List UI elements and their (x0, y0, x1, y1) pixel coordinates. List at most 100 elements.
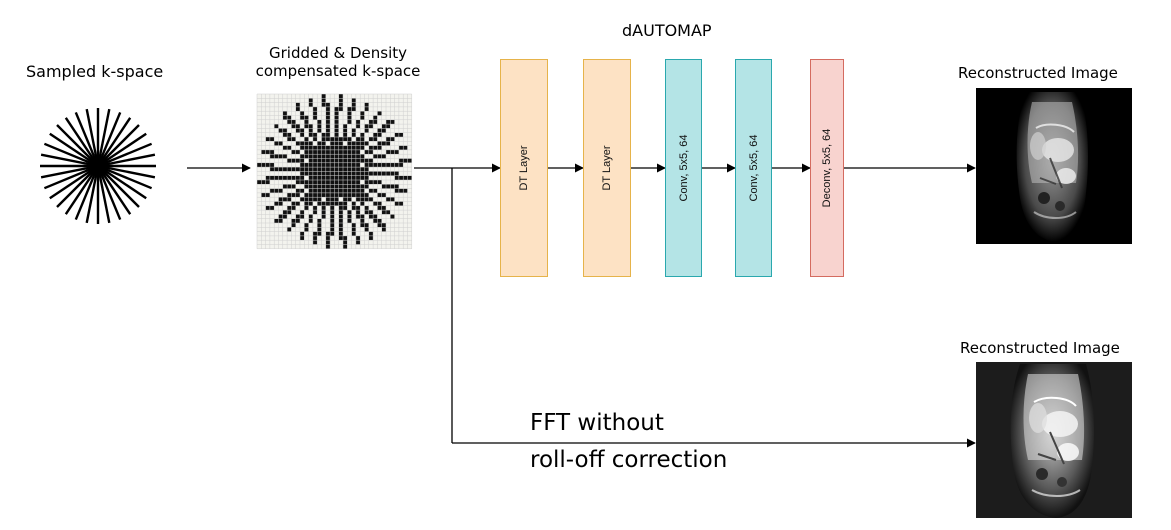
grid-cell (373, 115, 378, 120)
grid-cell (347, 115, 352, 120)
grid-cell (257, 180, 262, 185)
grid-cell (291, 158, 296, 163)
grid-cell (373, 180, 378, 185)
grid-cell (355, 214, 361, 219)
grid-cell (278, 214, 283, 219)
grid-cell (282, 154, 288, 159)
grid-cell (368, 119, 374, 125)
grid-cell (291, 201, 296, 206)
grid-cell (287, 115, 292, 120)
grid-cell (347, 149, 352, 155)
grid-cell (364, 227, 369, 232)
grid-cell (377, 205, 382, 211)
grid-cell (321, 180, 326, 185)
grid-cell (321, 162, 326, 168)
grid-cell (343, 132, 348, 137)
grid-cell (343, 201, 348, 206)
grid-cell (330, 205, 335, 211)
grid-cell (287, 167, 292, 172)
grid-cell (304, 137, 309, 142)
grid-cell (364, 192, 369, 198)
grid-cell (338, 223, 343, 228)
grid-cell (261, 149, 266, 155)
grid-cell (351, 231, 356, 236)
grid-cell (364, 167, 369, 172)
grid-cell (312, 132, 318, 137)
grid-cell (368, 149, 374, 155)
grid-cell (381, 171, 386, 176)
grid-cell (364, 205, 369, 211)
grid-cell (282, 128, 288, 133)
grid-cell (390, 197, 395, 202)
grid-cell (300, 115, 305, 120)
grid-cell (274, 201, 279, 206)
grid-cell (394, 162, 399, 168)
recon-bottom-label: Reconstructed Image (960, 339, 1120, 357)
grid-cell (282, 115, 288, 120)
grid-cell (351, 188, 356, 193)
grid-cell (325, 171, 331, 176)
grid-cell (334, 184, 339, 189)
grid-cell (312, 149, 318, 155)
grid-cell (295, 201, 300, 206)
grid-cell (312, 240, 318, 245)
grid-cell (398, 158, 404, 163)
grid-cell (317, 145, 322, 150)
grid-cell (386, 184, 391, 189)
grid-cell (338, 180, 343, 185)
grid-cell (364, 184, 369, 189)
grid-cell (355, 167, 361, 172)
grid-cell (278, 188, 283, 193)
grid-cell (295, 188, 300, 193)
grid-cell (368, 235, 374, 241)
grid-cell (355, 124, 361, 129)
grid-cell (274, 124, 279, 129)
grid-cell (381, 184, 386, 189)
grid-cell (308, 128, 313, 133)
grid-cell (381, 124, 386, 129)
conv-layer-1: Conv, 5x5, 64 (665, 59, 702, 277)
grid-cell (304, 180, 309, 185)
grid-cell (287, 192, 292, 198)
grid-cell (325, 154, 331, 159)
grid-cell (304, 149, 309, 155)
grid-cell (368, 162, 374, 168)
grid-cell (269, 188, 275, 193)
grid-cell (300, 214, 305, 219)
grid-cell (398, 162, 404, 168)
grid-cell (355, 119, 361, 125)
grid-cell (287, 197, 292, 202)
grid-cell (269, 149, 275, 155)
grid-cell (282, 167, 288, 172)
grid-cell (368, 124, 374, 129)
grid-cell (261, 180, 266, 185)
grid-cell (347, 210, 352, 215)
grid-cell (338, 158, 343, 163)
grid-cell (364, 210, 369, 215)
grid-cell (295, 218, 300, 223)
grid-cell (360, 158, 365, 163)
grid-cell (394, 171, 399, 176)
grid-cell (364, 102, 369, 107)
grid-cell (312, 231, 318, 236)
grid-cell (377, 180, 382, 185)
grid-cell (343, 240, 348, 245)
grid-cell (368, 210, 374, 215)
grid-cell (325, 106, 331, 112)
grid-cell (291, 223, 296, 228)
grid-cell (261, 162, 266, 168)
grid-cell (321, 205, 326, 211)
grid-cell (321, 154, 326, 159)
grid-cell (308, 102, 313, 107)
grid-cell (347, 111, 352, 116)
grid-cell (287, 137, 292, 142)
grid-cell (360, 111, 365, 116)
grid-cell (308, 98, 313, 103)
grid-cell (312, 175, 318, 180)
grid-cell (394, 149, 399, 155)
grid-cell (312, 137, 318, 142)
grid-cell (291, 149, 296, 155)
grid-cell (291, 124, 296, 129)
grid-cell (407, 158, 412, 163)
